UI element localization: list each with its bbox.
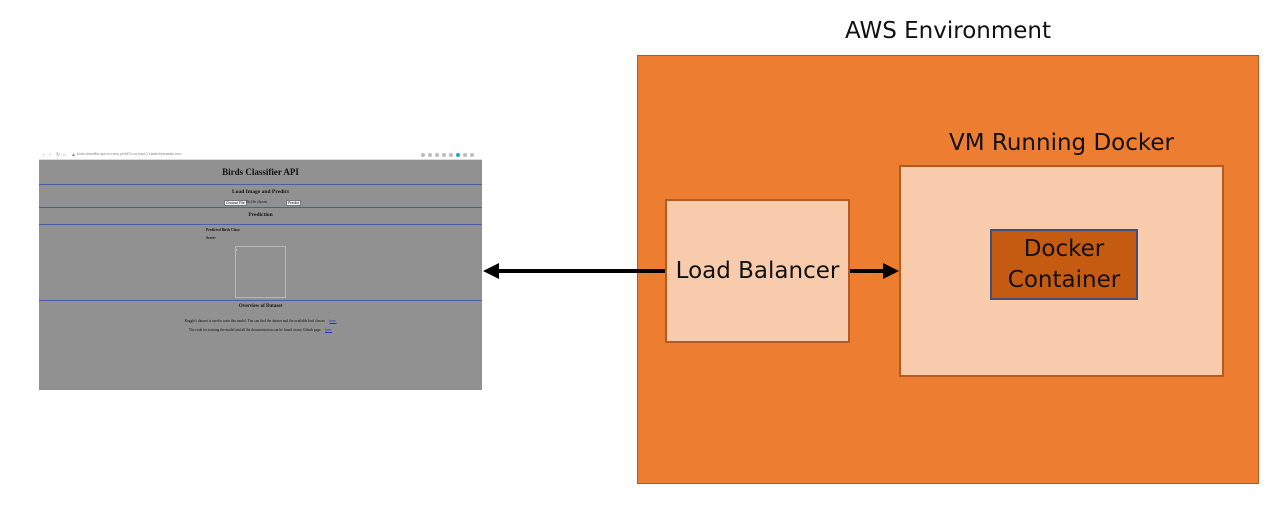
score-label: Score: (206, 236, 216, 240)
vm-title: VM Running Docker (949, 130, 1174, 156)
predicted-class-label: Predicted Birds Class: (206, 228, 241, 232)
menu-icon (470, 153, 474, 157)
upload-section-title: Load Image and Predict (232, 189, 289, 195)
address-bar: birds-classifier-api-env.eba-p9d9f7u.us-… (77, 152, 182, 156)
load-balancer-box: Load Balancer (665, 199, 850, 343)
browser-toolbar: ‹ › ↻ ⌂ ▲ birds-classifier-api-env.eba-p… (39, 150, 482, 160)
page-title: Birds Classifier API (222, 167, 299, 177)
choose-file-button: Choose File (224, 200, 247, 206)
warning-icon: ▲ (71, 152, 76, 158)
load-balancer-label: Load Balancer (675, 258, 840, 284)
profile-icon (456, 153, 460, 157)
divider (39, 184, 482, 185)
extension-icon (449, 153, 453, 157)
aws-environment-title: AWS Environment (845, 18, 1051, 44)
broken-image-icon: ▪ (236, 247, 238, 252)
divider (39, 300, 482, 301)
docker-container-label: Docker Container (1008, 234, 1120, 296)
docker-container-box: Docker Container (990, 229, 1138, 300)
file-status: No file chosen (246, 200, 267, 204)
extension-icon (442, 153, 446, 157)
web-app-screenshot: ‹ › ↻ ⌂ ▲ birds-classifier-api-env.eba-p… (39, 150, 482, 390)
prediction-title: Prediction (248, 212, 273, 218)
docker-container-line-2: Container (1007, 266, 1121, 293)
extension-icon (435, 153, 439, 157)
overview-text: Kaggle's dataset is used to train this m… (39, 315, 482, 333)
back-icon: ‹ (43, 152, 45, 158)
reload-icon: ↻ (56, 152, 61, 158)
download-icon (463, 153, 467, 157)
home-icon: ⌂ (63, 152, 67, 158)
extension-icon (428, 153, 432, 157)
predict-button: Predict (286, 200, 301, 206)
client-arrowhead (483, 263, 499, 279)
overview-title: Overview of Dataset (238, 304, 283, 309)
dataset-link: here. (329, 319, 337, 323)
docker-container-line-1: Docker (1023, 235, 1105, 262)
overview-line-2: The code for training the model and all … (188, 328, 321, 332)
divider (39, 207, 482, 208)
forward-icon: › (49, 152, 51, 158)
bird-image-placeholder: ▪ (235, 246, 286, 298)
overview-line-1: Kaggle's dataset is used to train this m… (184, 319, 325, 323)
divider (39, 224, 482, 225)
extension-icon (421, 153, 425, 157)
github-link: here. (325, 328, 333, 332)
